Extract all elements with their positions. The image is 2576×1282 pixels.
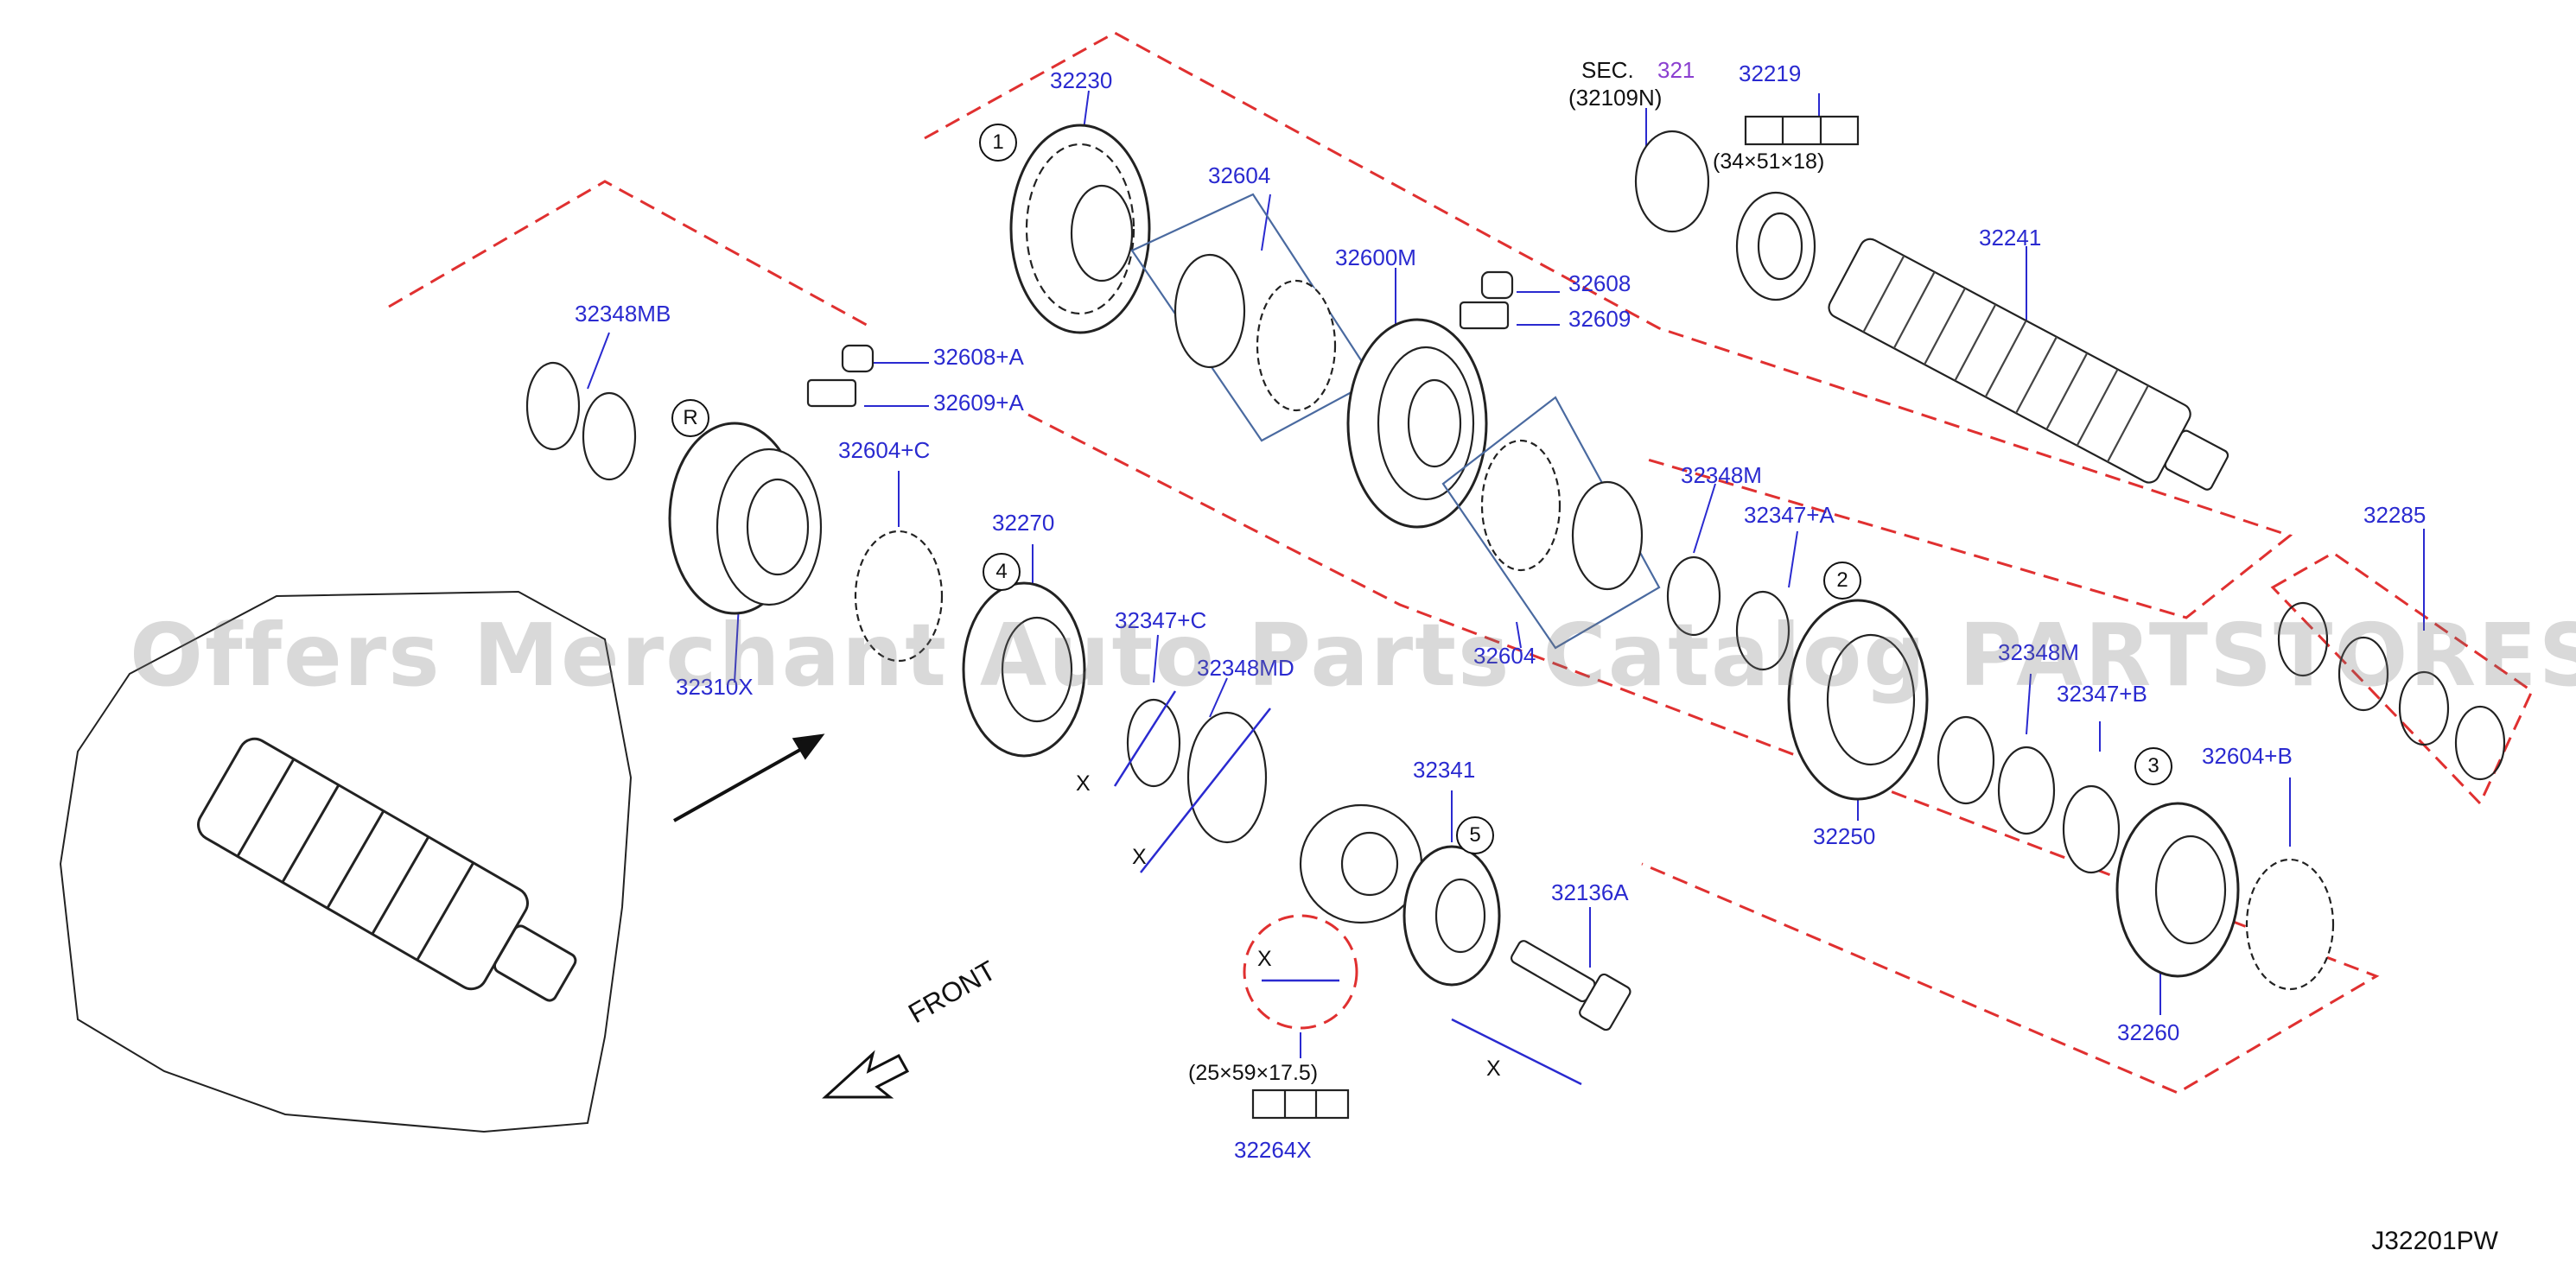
ring-32604-c <box>854 530 944 663</box>
group-outlines <box>388 31 2534 1095</box>
washer-32347-a <box>1735 590 1790 671</box>
pin-32608 <box>1480 270 1514 300</box>
part-label-32348MB[interactable]: 32348MB <box>575 301 671 327</box>
spring-32609 <box>1459 301 1510 330</box>
watermark-text: Offers Merchant Auto Parts Catalog PARTS… <box>130 605 2576 706</box>
ring-32348MD <box>1186 711 1268 844</box>
part-label-32608[interactable]: 32608 <box>1568 270 1631 296</box>
parts-shapes <box>525 115 2506 1120</box>
gear-32341 <box>1402 845 1501 987</box>
part-label-32347-b[interactable]: 32347+B <box>2057 681 2147 707</box>
pin-32608-a <box>841 344 875 373</box>
snap-rings-32285 <box>2277 601 2506 781</box>
ring-32348M-b-2 <box>1997 746 2056 835</box>
leader-lines <box>587 90 2425 1058</box>
part-label-32604-lower[interactable]: 32604 <box>1473 643 1536 669</box>
cone-32109N <box>1634 130 1710 233</box>
part-label-32310X[interactable]: 32310X <box>676 674 754 700</box>
gear-32260 <box>2115 802 2240 978</box>
part-label-32609-a[interactable]: 32609+A <box>933 390 1024 416</box>
part-label-32260[interactable]: 32260 <box>2117 1019 2180 1045</box>
part-label-32609[interactable]: 32609 <box>1568 306 1631 332</box>
transmission-housing-sketch <box>59 590 633 1133</box>
part-label-32250[interactable]: 32250 <box>1813 823 1876 849</box>
part-label-32604-c[interactable]: 32604+C <box>838 437 931 463</box>
gear-32250 <box>1787 599 1929 801</box>
part-label-32219[interactable]: 32219 <box>1739 60 1802 86</box>
part-label-32347-a[interactable]: 32347+A <box>1744 502 1835 528</box>
part-label-32285[interactable]: 32285 <box>2363 502 2427 528</box>
outline-upper-group <box>924 31 2293 619</box>
dimension-bearing-b: (25×59×17.5) <box>1188 1061 1319 1085</box>
part-label-32348M[interactable]: 32348M <box>1681 462 1762 488</box>
bolt-32136A <box>1510 940 1631 1031</box>
outline-snap-ring-group <box>2270 551 2534 806</box>
section-ref-number[interactable]: 321 <box>1657 57 1695 83</box>
part-label-32348MD[interactable]: 32348MD <box>1197 655 1294 681</box>
washer-32347-c <box>1126 698 1181 788</box>
spring-32609-a <box>806 378 857 408</box>
bearing-32264X <box>1299 803 1423 924</box>
ring-32348M <box>1666 555 1721 637</box>
section-ref-prefix: SEC. <box>1581 57 1634 83</box>
countershaft-sketch <box>197 737 577 1002</box>
part-label-32264X[interactable]: 32264X <box>1234 1137 1312 1163</box>
outline-detail-x <box>1243 914 1358 1030</box>
sleeve-32600M <box>1346 318 1488 529</box>
callout-5: 5 <box>1456 816 1494 854</box>
bearing-symbol-32264X <box>1251 1088 1350 1120</box>
synchronizer-box-32604-lower <box>1441 396 1661 650</box>
part-label-32600M[interactable]: 32600M <box>1335 244 1416 270</box>
dimension-markers <box>1113 690 1582 1086</box>
gear-32230 <box>1009 124 1151 334</box>
part-label-32270[interactable]: 32270 <box>992 510 1055 536</box>
bearing-32219 <box>1735 191 1816 301</box>
part-label-32604[interactable]: 32604 <box>1208 162 1271 188</box>
part-label-32241[interactable]: 32241 <box>1979 225 2042 251</box>
dimension-bearing-a: (34×51×18) <box>1713 149 1825 174</box>
dimension-x-2: X <box>1132 845 1147 869</box>
washer-32347-b <box>2062 784 2121 874</box>
main-shaft-32241 <box>1828 238 2229 491</box>
dimension-x-3: X <box>1257 947 1272 971</box>
dimension-x-4: X <box>1486 1057 1501 1081</box>
part-label-32348M-b[interactable]: 32348M <box>1998 639 2079 665</box>
part-label-32608-a[interactable]: 32608+A <box>933 344 1024 370</box>
ring-32348M-b-1 <box>1937 715 1995 805</box>
bearing-symbol-32219 <box>1744 115 1860 146</box>
part-label-32341[interactable]: 32341 <box>1413 757 1476 783</box>
outline-middle-group <box>1027 413 2380 1095</box>
section-ref-part: (32109N) <box>1568 85 1663 111</box>
dimension-x-1: X <box>1076 771 1091 796</box>
part-label-32347-c[interactable]: 32347+C <box>1115 607 1207 633</box>
synchronizer-box-32604 <box>1130 193 1376 442</box>
front-arrow <box>822 1050 910 1099</box>
diagram-code: J32201PW <box>2371 1227 2498 1255</box>
callout-1: 1 <box>979 124 1017 162</box>
callout-3: 3 <box>2134 747 2172 785</box>
gear-reverse-32310X <box>668 422 823 615</box>
gear-32270 <box>962 581 1086 758</box>
part-label-32230[interactable]: 32230 <box>1050 67 1113 93</box>
ring-32348MB-b <box>582 391 637 481</box>
callout-4: 4 <box>983 553 1021 591</box>
callout-r: R <box>671 399 709 437</box>
outline-left-group <box>388 180 874 330</box>
ring-32348MB-a <box>525 361 581 451</box>
arrows <box>673 733 825 822</box>
part-label-32604-b[interactable]: 32604+B <box>2202 743 2293 769</box>
part-label-32136A[interactable]: 32136A <box>1551 879 1629 905</box>
ring-32604-b <box>2245 858 2335 991</box>
callout-2: 2 <box>1823 562 1861 600</box>
